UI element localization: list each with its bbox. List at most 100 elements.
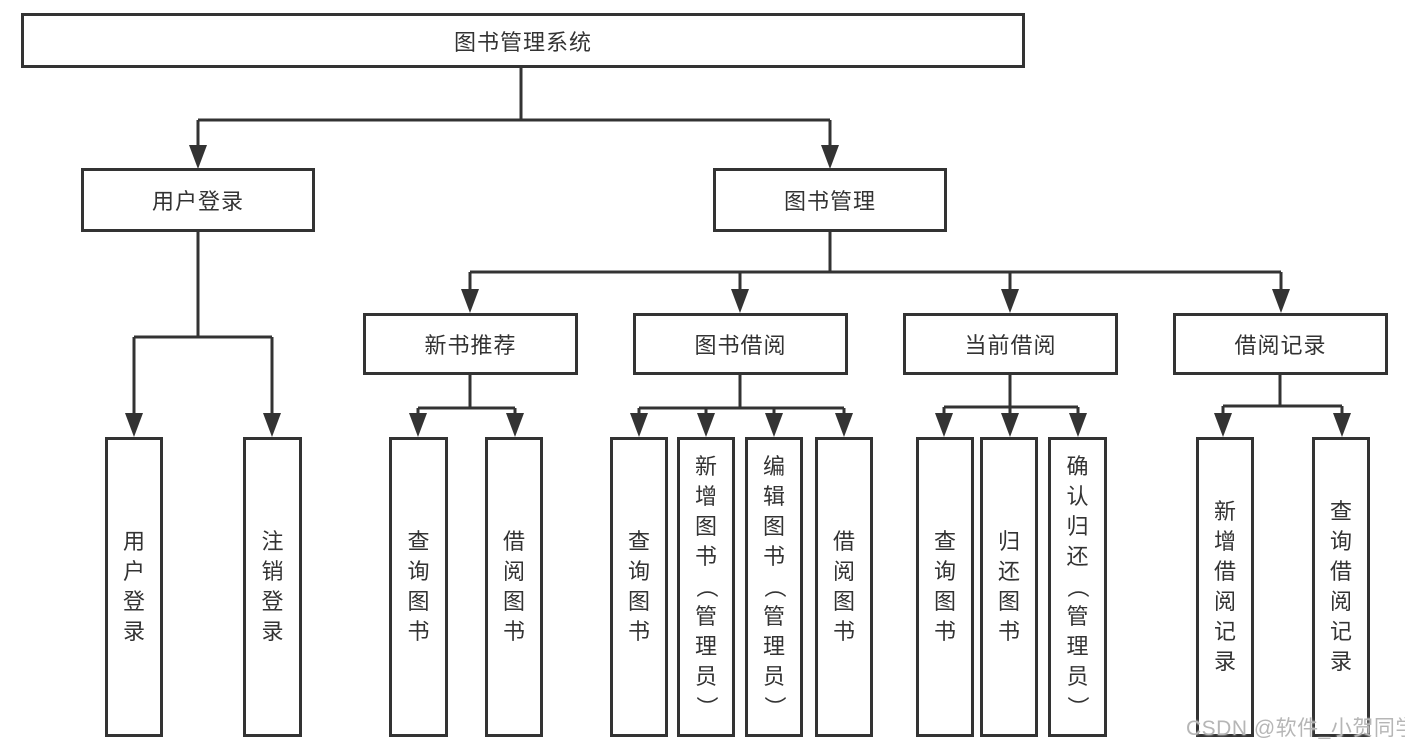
vertical-char: 户 bbox=[122, 559, 145, 585]
connector-current-borrow bbox=[942, 375, 1080, 416]
leaf-borrow-book: 借阅图书 bbox=[815, 437, 873, 737]
leaf-query-book-current: 查询图书 bbox=[916, 437, 974, 737]
vertical-char: 查 bbox=[627, 529, 650, 555]
arrowhead bbox=[409, 413, 427, 437]
vertical-char: 询 bbox=[627, 559, 650, 585]
vertical-char: 员 bbox=[1066, 663, 1089, 689]
connector-root-to-level2 bbox=[196, 67, 832, 147]
vertical-char: （ bbox=[1065, 575, 1091, 599]
arrowhead bbox=[125, 413, 143, 437]
vertical-char: 书 bbox=[762, 544, 785, 570]
vertical-char: 确 bbox=[1066, 454, 1089, 480]
node-book-management: 图书管理 bbox=[713, 168, 947, 232]
vertical-char: 登 bbox=[261, 589, 284, 614]
vertical-char: 阅 bbox=[832, 559, 855, 585]
node-book-borrow-label: 图书借阅 bbox=[694, 333, 787, 358]
vertical-char: 销 bbox=[261, 559, 284, 585]
node-book-borrow: 图书借阅 bbox=[633, 313, 848, 375]
leaf-query-book-recommend: 查询图书 bbox=[389, 437, 448, 737]
vertical-char: 记 bbox=[1213, 618, 1236, 644]
arrowhead bbox=[1001, 289, 1019, 313]
vertical-char: 新 bbox=[1213, 499, 1236, 525]
node-current-borrow-label: 当前借阅 bbox=[964, 333, 1057, 358]
vertical-char: 注 bbox=[261, 529, 284, 555]
vertical-char: 借 bbox=[1213, 559, 1236, 585]
arrowhead bbox=[821, 145, 839, 169]
node-borrow-record: 借阅记录 bbox=[1173, 313, 1388, 375]
connector-book-borrow bbox=[637, 375, 846, 416]
arrowhead bbox=[765, 413, 783, 437]
vertical-char: 登 bbox=[122, 589, 145, 614]
arrowhead bbox=[1214, 413, 1232, 437]
arrowheads bbox=[125, 145, 1351, 437]
leaf-confirm-return-admin: 确认归还 （ 管理员 ） bbox=[1048, 437, 1107, 737]
vertical-char: 还 bbox=[1066, 544, 1089, 570]
vertical-char: 询 bbox=[1329, 529, 1352, 555]
vertical-char: （ bbox=[761, 575, 787, 599]
node-root: 图书管理系统 bbox=[21, 13, 1025, 68]
vertical-char: ） bbox=[761, 695, 787, 718]
leaf-edit-book-admin: 编辑图书（管理员） bbox=[745, 437, 803, 737]
vertical-char: 图 bbox=[694, 514, 717, 540]
vertical-char: 理 bbox=[1066, 633, 1089, 659]
connector-borrow-record bbox=[1221, 375, 1344, 416]
vertical-char: 管 bbox=[694, 603, 717, 629]
node-user-login-group-label: 用户登录 bbox=[151, 189, 244, 214]
connector-user-login bbox=[132, 232, 274, 415]
connector-new-book-recommend bbox=[416, 375, 517, 416]
node-current-borrow: 当前借阅 bbox=[903, 313, 1118, 375]
arrowhead bbox=[697, 413, 715, 437]
vertical-char: 查 bbox=[1329, 499, 1352, 525]
leaf-borrow-book-recommend: 借阅图书 bbox=[485, 437, 543, 737]
arrowhead bbox=[263, 413, 281, 437]
vertical-char: 图 bbox=[933, 589, 956, 614]
vertical-char: 询 bbox=[407, 559, 430, 585]
vertical-char: 认 bbox=[1066, 484, 1089, 510]
arrowhead bbox=[731, 289, 749, 313]
vertical-char: 增 bbox=[1213, 529, 1236, 555]
arrowhead bbox=[630, 413, 648, 437]
node-root-label: 图书管理系统 bbox=[453, 29, 592, 55]
vertical-char: 阅 bbox=[502, 559, 525, 585]
vertical-char: 图 bbox=[832, 589, 855, 614]
vertical-char: 归 bbox=[1066, 514, 1089, 540]
arrowhead bbox=[1069, 413, 1087, 437]
vertical-char: 理 bbox=[694, 633, 717, 659]
vertical-char: 记 bbox=[1329, 618, 1352, 644]
vertical-char: 书 bbox=[933, 618, 956, 644]
vertical-char: 图 bbox=[407, 589, 430, 614]
vertical-char: 还 bbox=[997, 559, 1020, 585]
vertical-char: 录 bbox=[122, 618, 145, 644]
leaf-add-borrow-record: 新增借阅记录 bbox=[1196, 437, 1254, 737]
node-new-book-recommend: 新书推荐 bbox=[363, 313, 578, 375]
leaf-query-borrow-record: 查询借阅记录 bbox=[1312, 437, 1370, 737]
arrowhead bbox=[835, 413, 853, 437]
arrowhead bbox=[189, 145, 207, 169]
vertical-char: 借 bbox=[502, 529, 525, 555]
vertical-char: 书 bbox=[502, 618, 525, 644]
vertical-char: 书 bbox=[832, 618, 855, 644]
arrowhead bbox=[1001, 413, 1019, 437]
arrowhead bbox=[1333, 413, 1351, 437]
vertical-char: 询 bbox=[933, 559, 956, 585]
leaf-query-book-borrow: 查询图书 bbox=[610, 437, 668, 737]
vertical-char: ） bbox=[1065, 695, 1091, 718]
vertical-char: 图 bbox=[997, 589, 1020, 614]
vertical-char: 录 bbox=[1329, 648, 1352, 674]
leaf-user-login: 用户登录 bbox=[105, 437, 163, 737]
node-user-login-group: 用户登录 bbox=[81, 168, 315, 232]
vertical-char: 员 bbox=[694, 663, 717, 689]
vertical-char: 归 bbox=[997, 529, 1020, 555]
vertical-char: 图 bbox=[502, 589, 525, 614]
arrowhead bbox=[461, 289, 479, 313]
watermark: CSDN @软件_小贺同学 bbox=[1186, 717, 1405, 740]
vertical-char: 查 bbox=[407, 529, 430, 555]
vertical-char: 书 bbox=[407, 618, 430, 644]
vertical-char: 查 bbox=[933, 529, 956, 555]
leaf-logout: 注销登录 bbox=[243, 437, 302, 737]
vertical-char: 管 bbox=[1066, 603, 1089, 629]
vertical-char: 书 bbox=[694, 544, 717, 570]
vertical-char: 阅 bbox=[1213, 589, 1236, 614]
